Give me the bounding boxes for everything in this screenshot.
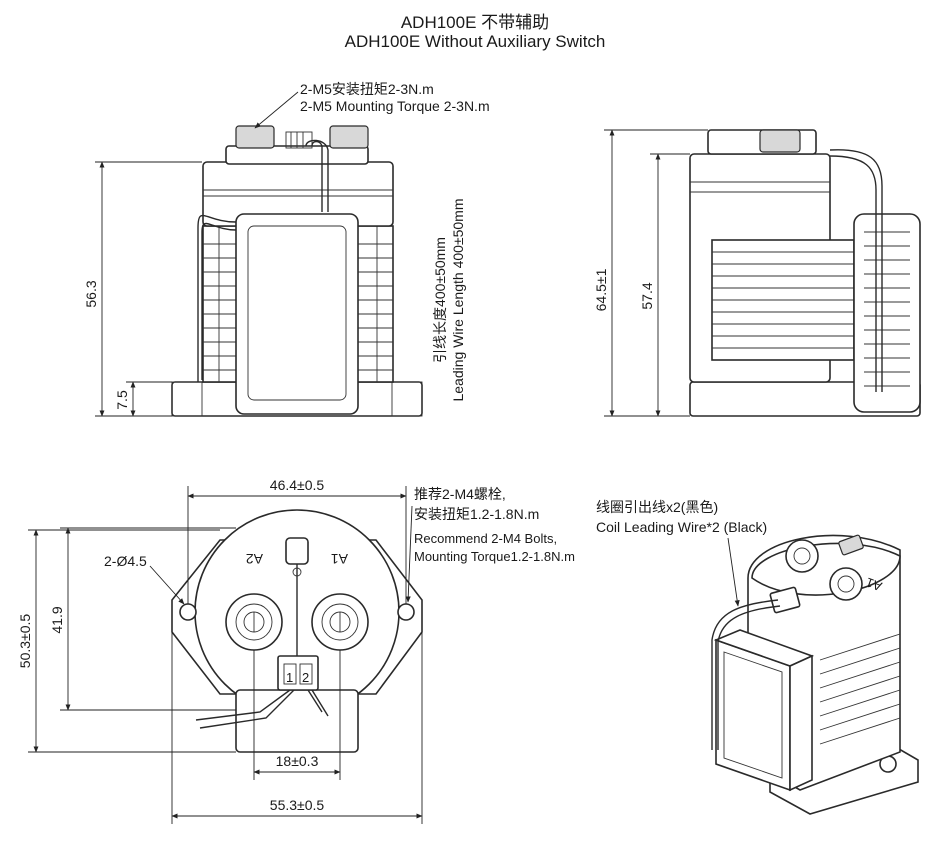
wire-length-zh: 引线长度400±50mm bbox=[432, 237, 448, 363]
iso-terminal-right bbox=[829, 567, 863, 601]
coil-note-en: Coil Leading Wire*2 (Black) bbox=[596, 519, 767, 535]
terminal-spacing-label: 18±0.3 bbox=[276, 753, 319, 769]
bolt-note-zh-1: 推荐2-M4螺栓, bbox=[414, 486, 506, 502]
connector-pin-1: 1 bbox=[286, 670, 293, 685]
front-torque-note-en: 2-M5 Mounting Torque 2-3N.m bbox=[300, 98, 490, 114]
label-a2: A2 bbox=[246, 551, 263, 567]
top-width-bolt-label: 46.4±0.5 bbox=[270, 477, 325, 493]
front-height-total-label: 56.3 bbox=[83, 280, 99, 307]
top-center-tab bbox=[285, 537, 309, 565]
mount-hole-left bbox=[179, 603, 197, 621]
front-bolt-left bbox=[235, 125, 275, 149]
side-bolt bbox=[759, 129, 801, 153]
side-height-total-label: 64.5±1 bbox=[593, 268, 609, 311]
top-width-total-label: 55.3±0.5 bbox=[270, 797, 325, 813]
label-a1: A1 bbox=[331, 551, 348, 567]
side-coil-housing bbox=[853, 213, 921, 413]
iso-label-a1: A1 bbox=[864, 575, 884, 595]
isometric-view: A1 线圈引出线x2(黑色) Coil Leading Wire*2 (Blac… bbox=[596, 499, 919, 815]
top-height-total-label: 50.3±0.5 bbox=[17, 614, 33, 669]
front-coil-housing bbox=[235, 213, 359, 415]
top-view: A2 A1 1 2 46.4±0.5 推荐2-M4螺栓, 安装扭矩1.2-1.8… bbox=[17, 477, 575, 824]
title-chinese: ADH100E 不带辅助 bbox=[400, 13, 550, 32]
mount-hole-right bbox=[397, 603, 415, 621]
side-view: 64.5±1 57.4 bbox=[593, 129, 921, 417]
front-height-base-label: 7.5 bbox=[114, 390, 130, 410]
hole-note: 2-Ø4.5 bbox=[104, 553, 147, 569]
coil-note-zh: 线圈引出线x2(黑色) bbox=[596, 499, 718, 515]
title-english: ADH100E Without Auxiliary Switch bbox=[344, 32, 606, 51]
front-torque-note-zh: 2-M5安装扭矩2-3N.m bbox=[300, 81, 434, 97]
bolt-note-en-2: Mounting Torque1.2-1.8N.m bbox=[414, 549, 575, 564]
top-height-inner-label: 41.9 bbox=[49, 606, 65, 633]
connector-pin-2: 2 bbox=[302, 670, 309, 685]
coil-connector bbox=[277, 655, 319, 691]
wire-length-en: Leading Wire Length 400±50mm bbox=[450, 198, 466, 401]
bolt-note-zh-2: 安装扭矩1.2-1.8N.m bbox=[414, 506, 539, 522]
bolt-note-en-1: Recommend 2-M4 Bolts, bbox=[414, 531, 557, 546]
iso-terminal-left bbox=[785, 539, 819, 573]
front-view: 2-M5安装扭矩2-3N.m 2-M5 Mounting Torque 2-3N… bbox=[83, 81, 490, 417]
side-height-body-label: 57.4 bbox=[639, 282, 655, 309]
front-bolt-right bbox=[329, 125, 369, 149]
